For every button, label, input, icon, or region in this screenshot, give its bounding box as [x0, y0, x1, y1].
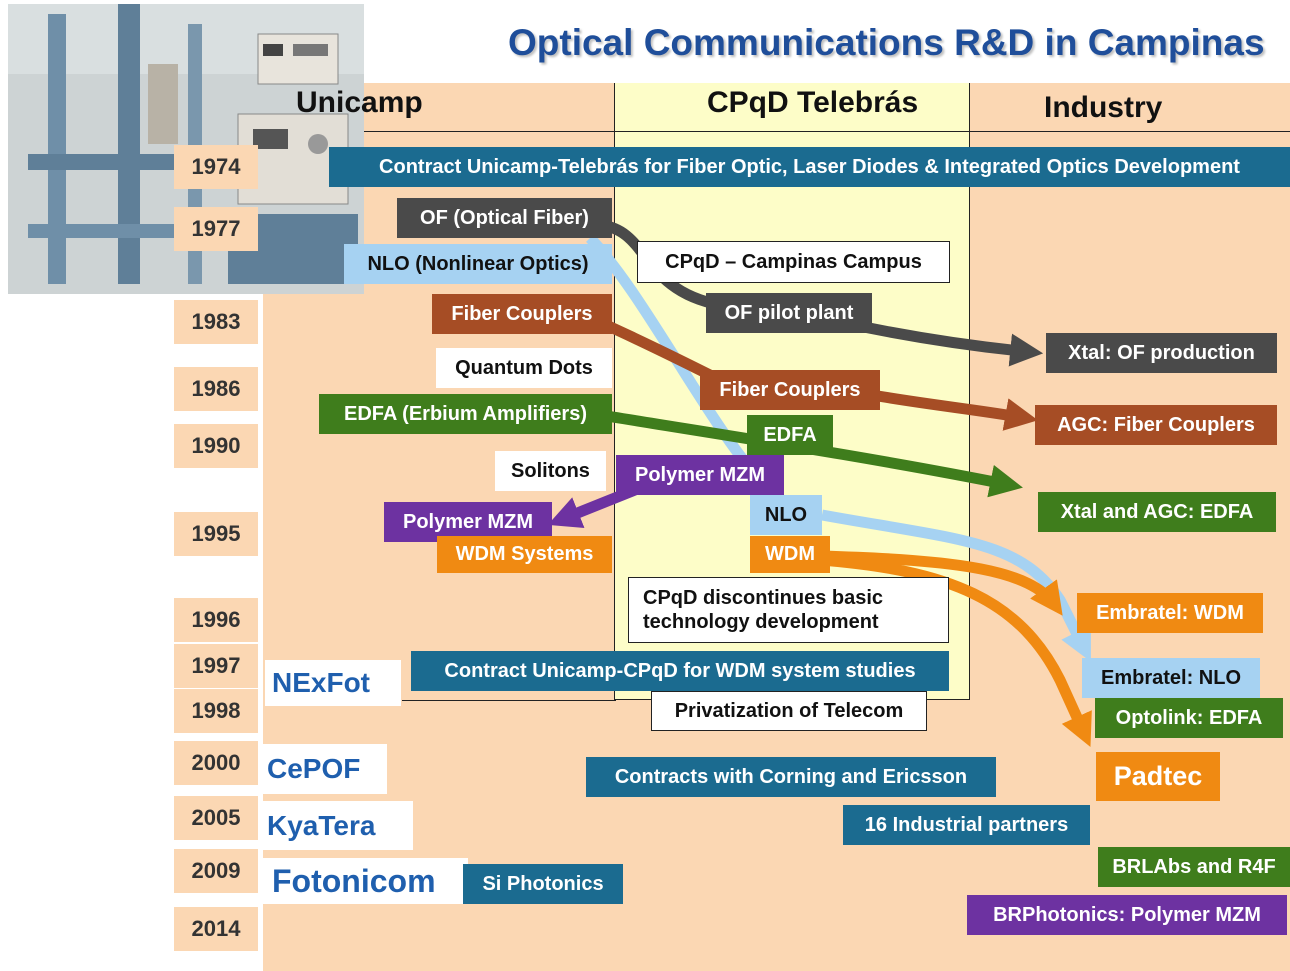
padtec-box: Padtec: [1096, 752, 1220, 801]
edfa-cpqd-box: EDFA: [747, 415, 833, 455]
year-label: 2009: [174, 849, 258, 893]
embratel-nlo-box: Embratel: NLO: [1082, 658, 1260, 698]
nlo-cpqd-box: NLO: [750, 495, 822, 535]
of-pilot-plant-box: OF pilot plant: [706, 293, 872, 333]
year-label: 1990: [174, 424, 258, 468]
year-label: 1977: [174, 207, 258, 251]
polymer-mzm-unicamp-box: Polymer MZM: [384, 502, 552, 542]
contract-1974-box: Contract Unicamp-Telebrás for Fiber Opti…: [329, 147, 1290, 187]
wdm-cpqd-box: WDM: [750, 536, 830, 573]
fiber-couplers-cpqd-box: Fiber Couplers: [700, 370, 880, 410]
cpqd-discontinues-box: CPqD discontinues basic technology devel…: [628, 577, 949, 643]
embratel-wdm-box: Embratel: WDM: [1077, 593, 1263, 633]
quantum-dots-box: Quantum Dots: [436, 348, 612, 388]
optolink-edfa-box: Optolink: EDFA: [1095, 698, 1283, 738]
cpqd-campus-box: CPqD – Campinas Campus: [637, 241, 950, 283]
cpqd-discontinues-line-1: CPqD discontinues basic: [643, 587, 884, 609]
year-label: 2014: [174, 907, 258, 951]
header-divider: [263, 131, 1290, 132]
industrial-partners-box: 16 Industrial partners: [843, 805, 1090, 845]
privatization-box: Privatization of Telecom: [651, 691, 927, 731]
fiber-couplers-unicamp-box: Fiber Couplers: [432, 294, 612, 334]
column-header-cpqd: CPqD Telebrás: [707, 86, 919, 119]
year-label: 1986: [174, 367, 258, 411]
year-label: 1998: [174, 689, 258, 733]
year-label: 1996: [174, 598, 258, 642]
group-kyatera: KyaTera: [262, 801, 413, 850]
optical-fiber-box: OF (Optical Fiber): [397, 198, 612, 238]
solitons-box: Solitons: [495, 451, 606, 491]
xtal-agc-edfa-box: Xtal and AGC: EDFA: [1038, 492, 1276, 532]
column-header-unicamp: Unicamp: [296, 86, 423, 119]
brlabs-r4f-box: BRLAbs and R4F: [1098, 847, 1290, 887]
year-label: 2000: [174, 741, 258, 785]
contracts-corning-ericsson-box: Contracts with Corning and Ericsson: [586, 757, 996, 797]
year-label: 1995: [174, 512, 258, 556]
year-label: 1983: [174, 300, 258, 344]
nonlinear-optics-box: NLO (Nonlinear Optics): [344, 244, 612, 284]
group-cepof: CePOF: [262, 744, 387, 794]
contract-1997-box: Contract Unicamp-CPqD for WDM system stu…: [411, 651, 949, 691]
wdm-systems-box: WDM Systems: [437, 536, 612, 573]
agc-fiber-couplers-box: AGC: Fiber Couplers: [1035, 405, 1277, 445]
cpqd-discontinues-line-2: technology development: [643, 611, 879, 633]
cpqd-era-end-line: [402, 700, 616, 701]
xtal-of-production-box: Xtal: OF production: [1046, 333, 1277, 373]
year-label: 2005: [174, 796, 258, 840]
year-label: 1974: [174, 145, 258, 189]
column-header-industry: Industry: [1044, 91, 1163, 124]
group-fotonicom: Fotonicom: [262, 858, 468, 904]
si-photonics-box: Si Photonics: [463, 864, 623, 904]
brphotonics-box: BRPhotonics: Polymer MZM: [967, 895, 1287, 935]
edfa-unicamp-box: EDFA (Erbium Amplifiers): [319, 394, 612, 434]
year-label: 1997: [174, 644, 258, 688]
group-nexfot: NExFot: [265, 660, 401, 706]
polymer-mzm-cpqd-box: Polymer MZM: [616, 455, 784, 495]
page-title: Optical Communications R&D in Campinas: [508, 22, 1265, 63]
